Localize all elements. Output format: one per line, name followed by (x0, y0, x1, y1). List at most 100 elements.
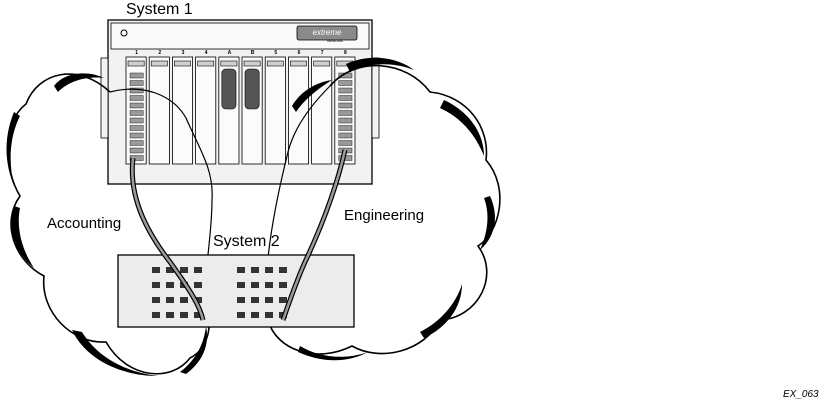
switch-port (279, 267, 287, 273)
accounting-cloud-shadow (6, 112, 20, 186)
module-port (129, 102, 144, 109)
switch-port (152, 312, 160, 318)
switch-port (265, 312, 273, 318)
slot-label: 5 (274, 50, 277, 56)
module-port (338, 95, 353, 101)
cables (129, 149, 348, 321)
switch-port (180, 267, 188, 273)
chassis-right-ear (371, 57, 380, 139)
module-port (129, 147, 144, 154)
switch-port (166, 267, 174, 273)
engineering-cloud-shadow (480, 196, 495, 250)
accounting-cloud (6, 73, 213, 376)
slot-handle (243, 60, 261, 67)
switch-port (265, 297, 273, 303)
slot-label: 6 (298, 50, 301, 56)
module-port (338, 87, 353, 94)
accounting-cloud-shadow (180, 326, 208, 374)
accounting-cloud-shadow (72, 330, 158, 376)
switch-port (279, 282, 287, 288)
switch-port (237, 297, 245, 303)
module-port (129, 125, 144, 131)
accounting-cloud-shadow (54, 73, 104, 92)
slot-label: 2 (158, 50, 161, 56)
module-port (129, 132, 144, 139)
chassis-slot (195, 56, 217, 165)
accounting-cloud-outline (7, 73, 211, 375)
switch-port (194, 267, 202, 273)
slot-label: 4 (205, 50, 208, 56)
management-module (244, 68, 260, 110)
chassis-left-ear (100, 57, 109, 139)
switch-port (194, 297, 202, 303)
switch-port (180, 312, 188, 318)
module-port (129, 72, 144, 79)
brand-sub-text: networks (327, 38, 343, 43)
slot-label: 7 (321, 50, 324, 56)
slot-handle (266, 60, 284, 67)
slot-handle (220, 60, 238, 67)
slot-handle (197, 60, 215, 67)
slot-handle (290, 60, 307, 67)
module-port (129, 80, 144, 86)
slot-label: 3 (182, 50, 185, 56)
chassis-slot (287, 56, 309, 165)
chassis-slot (311, 56, 333, 165)
figure-id-label: EX_063 (783, 389, 819, 400)
switch-port (194, 282, 202, 288)
module-port (338, 80, 353, 86)
switch-port (251, 267, 259, 273)
chassis-slot (264, 56, 286, 165)
module-port (129, 110, 144, 116)
system2-label: System 2 (213, 233, 280, 250)
engineering-cable (281, 149, 347, 321)
system1-label: System 1 (126, 1, 193, 18)
module-port (338, 132, 353, 139)
switch-port (237, 312, 245, 318)
module-port (338, 125, 353, 131)
switch-port (265, 282, 273, 288)
management-module (221, 68, 237, 110)
switch-port (194, 312, 202, 318)
switch-port (166, 312, 174, 318)
switch-port (152, 267, 160, 273)
engineering-cloud-shadow (298, 346, 368, 361)
slot-label: 8 (344, 50, 347, 56)
switch-port (166, 282, 174, 288)
slot-handle (127, 60, 145, 67)
switch-port (251, 297, 259, 303)
slot-label: A (228, 50, 232, 56)
accounting-cloud-shadow (10, 206, 35, 268)
engineering-cloud-shadow (420, 284, 462, 338)
engineering-cloud-shadow (292, 80, 332, 112)
module-port (338, 117, 353, 124)
switch-port (152, 282, 160, 288)
brand-plate (296, 25, 358, 41)
accounting-cable (130, 157, 205, 321)
engineering-label: Engineering (344, 207, 425, 224)
engineering-cloud-inner-edge (267, 85, 331, 259)
engineering-cloud-shadow (440, 100, 484, 156)
slot-handle (174, 60, 191, 67)
module-port (129, 155, 144, 161)
switch-port (237, 267, 245, 273)
module-port (338, 110, 353, 116)
switch-port (265, 267, 273, 273)
engineering-cloud-outline (261, 64, 501, 355)
module-port (129, 140, 144, 146)
module-port (129, 95, 144, 101)
slot-handle (150, 60, 168, 67)
switch-port (251, 312, 259, 318)
engineering-cloud (261, 57, 501, 361)
switch-port (152, 297, 160, 303)
slot-label: B (251, 50, 255, 56)
accounting-cloud-inner-edge (109, 88, 213, 301)
system2-switch (117, 254, 355, 328)
module-port (338, 102, 353, 109)
slot-handle (313, 60, 331, 67)
accounting-label: Accounting (47, 215, 122, 232)
brand-logo-text: extreme (313, 28, 342, 37)
